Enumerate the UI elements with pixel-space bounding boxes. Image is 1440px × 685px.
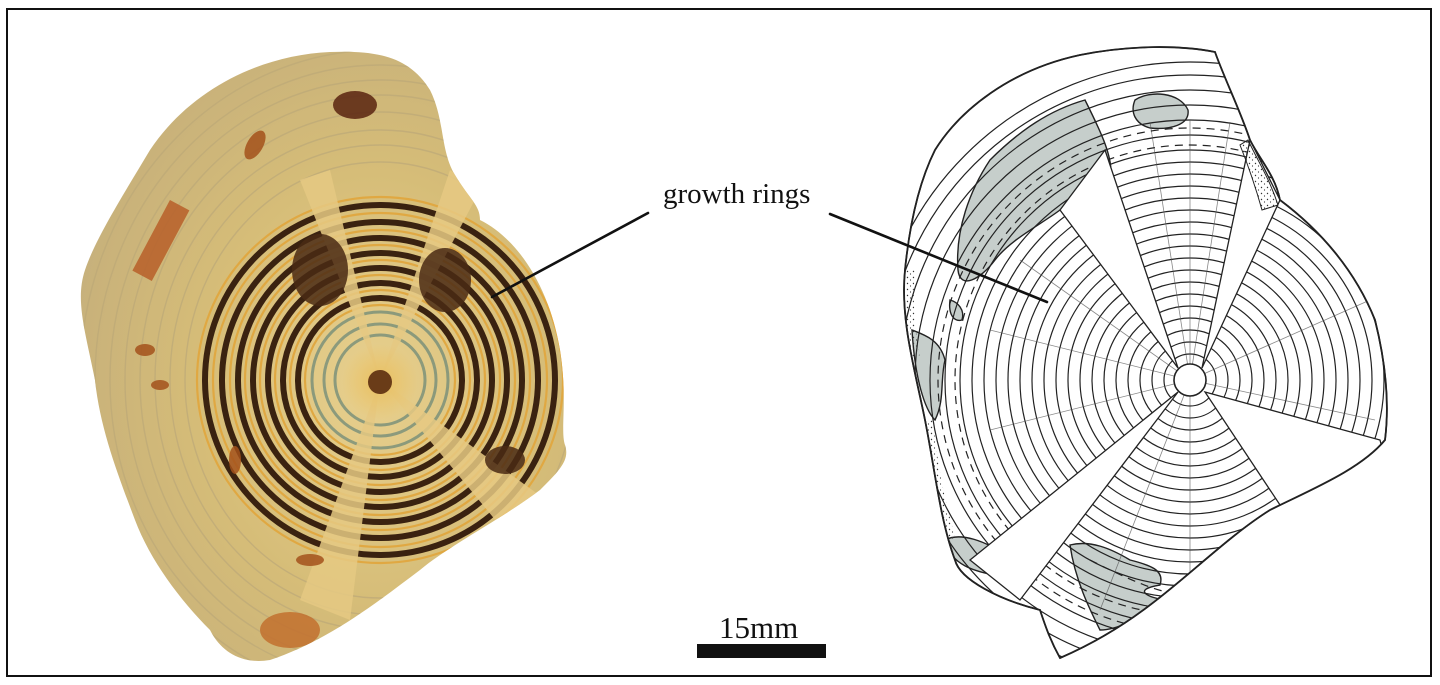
growth-rings-label: growth rings xyxy=(663,178,811,210)
scale-bar xyxy=(697,644,826,658)
leader-line-drawing xyxy=(828,212,1049,304)
scale-bar-label: 15mm xyxy=(719,610,799,645)
leader-line-photo xyxy=(490,211,650,299)
specimen-photo xyxy=(80,51,567,661)
annotation-leader-lines xyxy=(490,211,1049,304)
specimen-drawing xyxy=(903,46,1388,660)
